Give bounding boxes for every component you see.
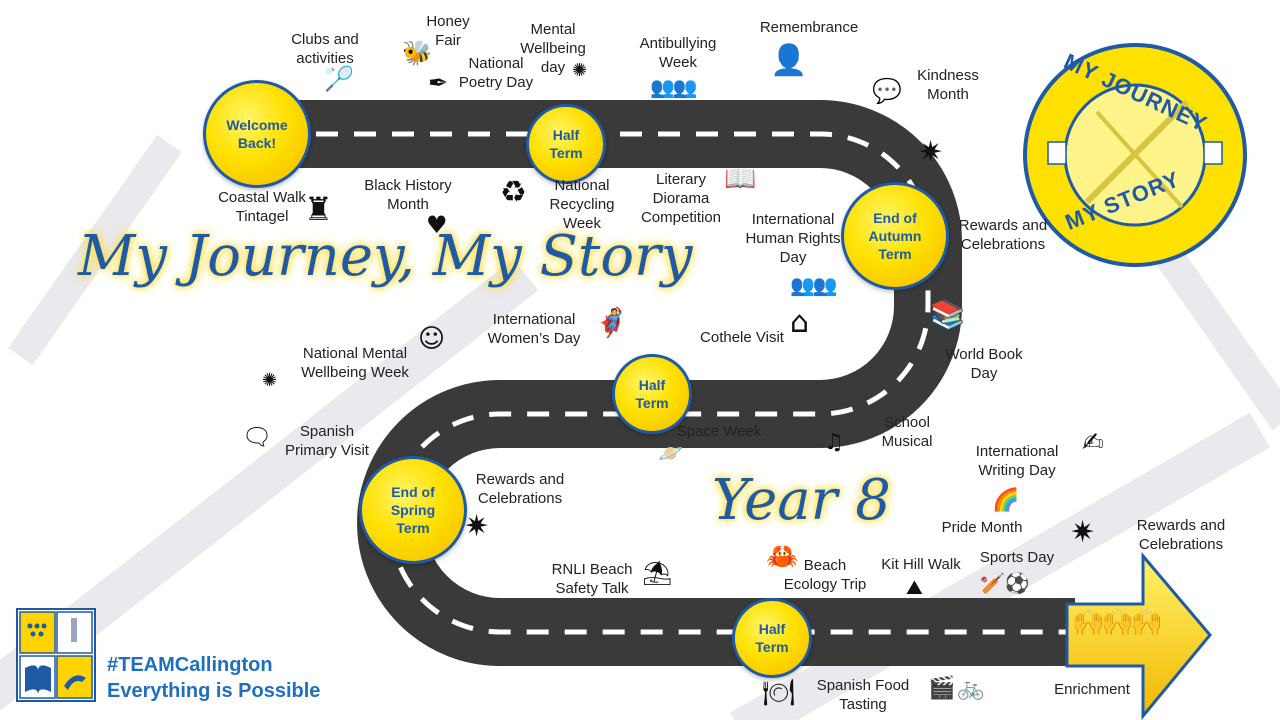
footer-hashtag: #TEAMCallington <box>107 654 273 676</box>
event-school-musical: School Musical <box>881 414 933 450</box>
book-sparkle-icon: 📖 <box>724 164 757 194</box>
astronaut-planet-icon: 🪐 <box>658 441 683 465</box>
beehive-icon: 🐝 <box>402 39 432 67</box>
event-womens-day: International Women’s Day <box>487 311 581 347</box>
music-icon: ♫ <box>824 430 844 455</box>
journey-badge <box>1023 43 1247 267</box>
plate-icon: 🍽 <box>762 678 796 708</box>
event-rewards-1: Rewards and Celebrations <box>958 217 1048 253</box>
castle-icon: ♜ <box>304 190 333 228</box>
event-spanish-primary-visit: Spanish Primary Visit <box>285 423 369 459</box>
event-spanish-food: Spanish Food Tasting <box>816 677 910 713</box>
event-antibullying-week: Antibullying Week <box>639 35 717 71</box>
tennis-cricket-icon: 🏸 <box>324 65 354 93</box>
speech-bubbles-icon: 🗨 <box>242 423 273 451</box>
finish-arrow <box>1065 552 1212 720</box>
rainbow-icon: 🌈 <box>992 488 1020 513</box>
soldier-icon: 👤 <box>770 43 808 78</box>
wellbeing-icon: ✺ <box>262 370 278 391</box>
event-national-mental-wellbeing: National Mental Wellbeing Week <box>301 345 409 381</box>
milestone-half-term-2: Half Term <box>612 354 692 434</box>
event-world-book-day: World Book Day <box>945 346 1023 382</box>
milestone-end-of-spring: End of Spring Term <box>359 456 467 564</box>
event-poetry-day: National Poetry Day <box>458 55 534 91</box>
event-literary-diorama: Literary Diorama Competition <box>640 171 722 226</box>
sports-icon: 🏏⚽ <box>980 571 1030 595</box>
milestone-end-of-autumn: End of Autumn Term <box>841 182 949 290</box>
event-mental-wellbeing-day: Mental Wellbeing day <box>520 21 586 76</box>
books-icon: 📚 <box>930 298 965 331</box>
people-icon: 👥👥 <box>790 273 838 297</box>
footer-tagline: Everything is Possible <box>107 680 321 702</box>
event-beach-ecology: Beach Ecology Trip <box>783 557 867 593</box>
fireworks-icon: ✷ <box>918 135 944 170</box>
event-kit-hill-walk: Kit Hill Walk <box>881 556 961 573</box>
event-rnli-talk: RNLI Beach Safety Talk <box>551 561 633 597</box>
house-icon: ⌂ <box>790 305 810 340</box>
superhero-icon: 🦸 <box>594 306 629 339</box>
heart-chat-icon: 💬 <box>872 77 902 105</box>
group-people-icon: 👥👥 <box>650 75 698 99</box>
event-honey-fair: Honey Fair <box>426 13 470 49</box>
event-rewards-2: Rewards and Celebrations <box>475 471 565 507</box>
fireworks-icon: ✷ <box>464 509 490 544</box>
event-rewards-3: Rewards and Celebrations <box>1136 517 1226 553</box>
school-logo <box>16 608 96 702</box>
event-enrichment: Enrichment <box>1054 681 1130 698</box>
bucket-spade-icon: ⛱ <box>642 559 673 587</box>
smile-face-icon: ☺ <box>418 324 446 354</box>
activities-icon: 🎬🚲 <box>928 676 987 701</box>
event-black-history-month: Black History Month <box>364 177 452 213</box>
wellbeing-icon: ✺ <box>572 60 588 81</box>
event-space-week: Space Week <box>676 423 762 440</box>
event-kindness-month: Kindness Month <box>917 67 979 103</box>
page-title: My Journey, My Story <box>78 224 693 289</box>
year-title: Year 8 <box>712 468 891 533</box>
recycle-icon: ♻ <box>500 175 527 210</box>
milestone-half-term-1: Half Term <box>526 104 606 184</box>
celebrating-people-icon: 🙌🙌🙌 <box>1072 608 1163 638</box>
milestone-half-term-3: Half Term <box>732 598 812 678</box>
event-cothele-visit: Cothele Visit <box>700 329 784 346</box>
event-clubs: Clubs and activities <box>291 31 359 67</box>
crab-icon: 🦀 <box>766 542 799 572</box>
milestone-welcome-back: Welcome Back! <box>203 80 311 188</box>
event-recycling-week: National Recycling Week <box>549 177 615 232</box>
writing-icon: ✍ <box>1082 428 1104 458</box>
fireworks-icon: ✷ <box>1070 515 1096 550</box>
event-sports-day: Sports Day <box>979 549 1055 566</box>
event-coastal-walk: Coastal Walk Tintagel <box>218 189 306 225</box>
hearts-icon: ♥ <box>426 211 448 239</box>
event-writing-day: International Writing Day <box>975 443 1059 479</box>
hill-icon: ⛰ <box>906 575 923 599</box>
event-pride-month: Pride Month <box>941 519 1023 536</box>
quill-icon: ✒ <box>428 69 449 97</box>
event-remembrance: Remembrance <box>759 19 859 36</box>
event-human-rights-day: International Human Rights Day <box>745 211 841 266</box>
